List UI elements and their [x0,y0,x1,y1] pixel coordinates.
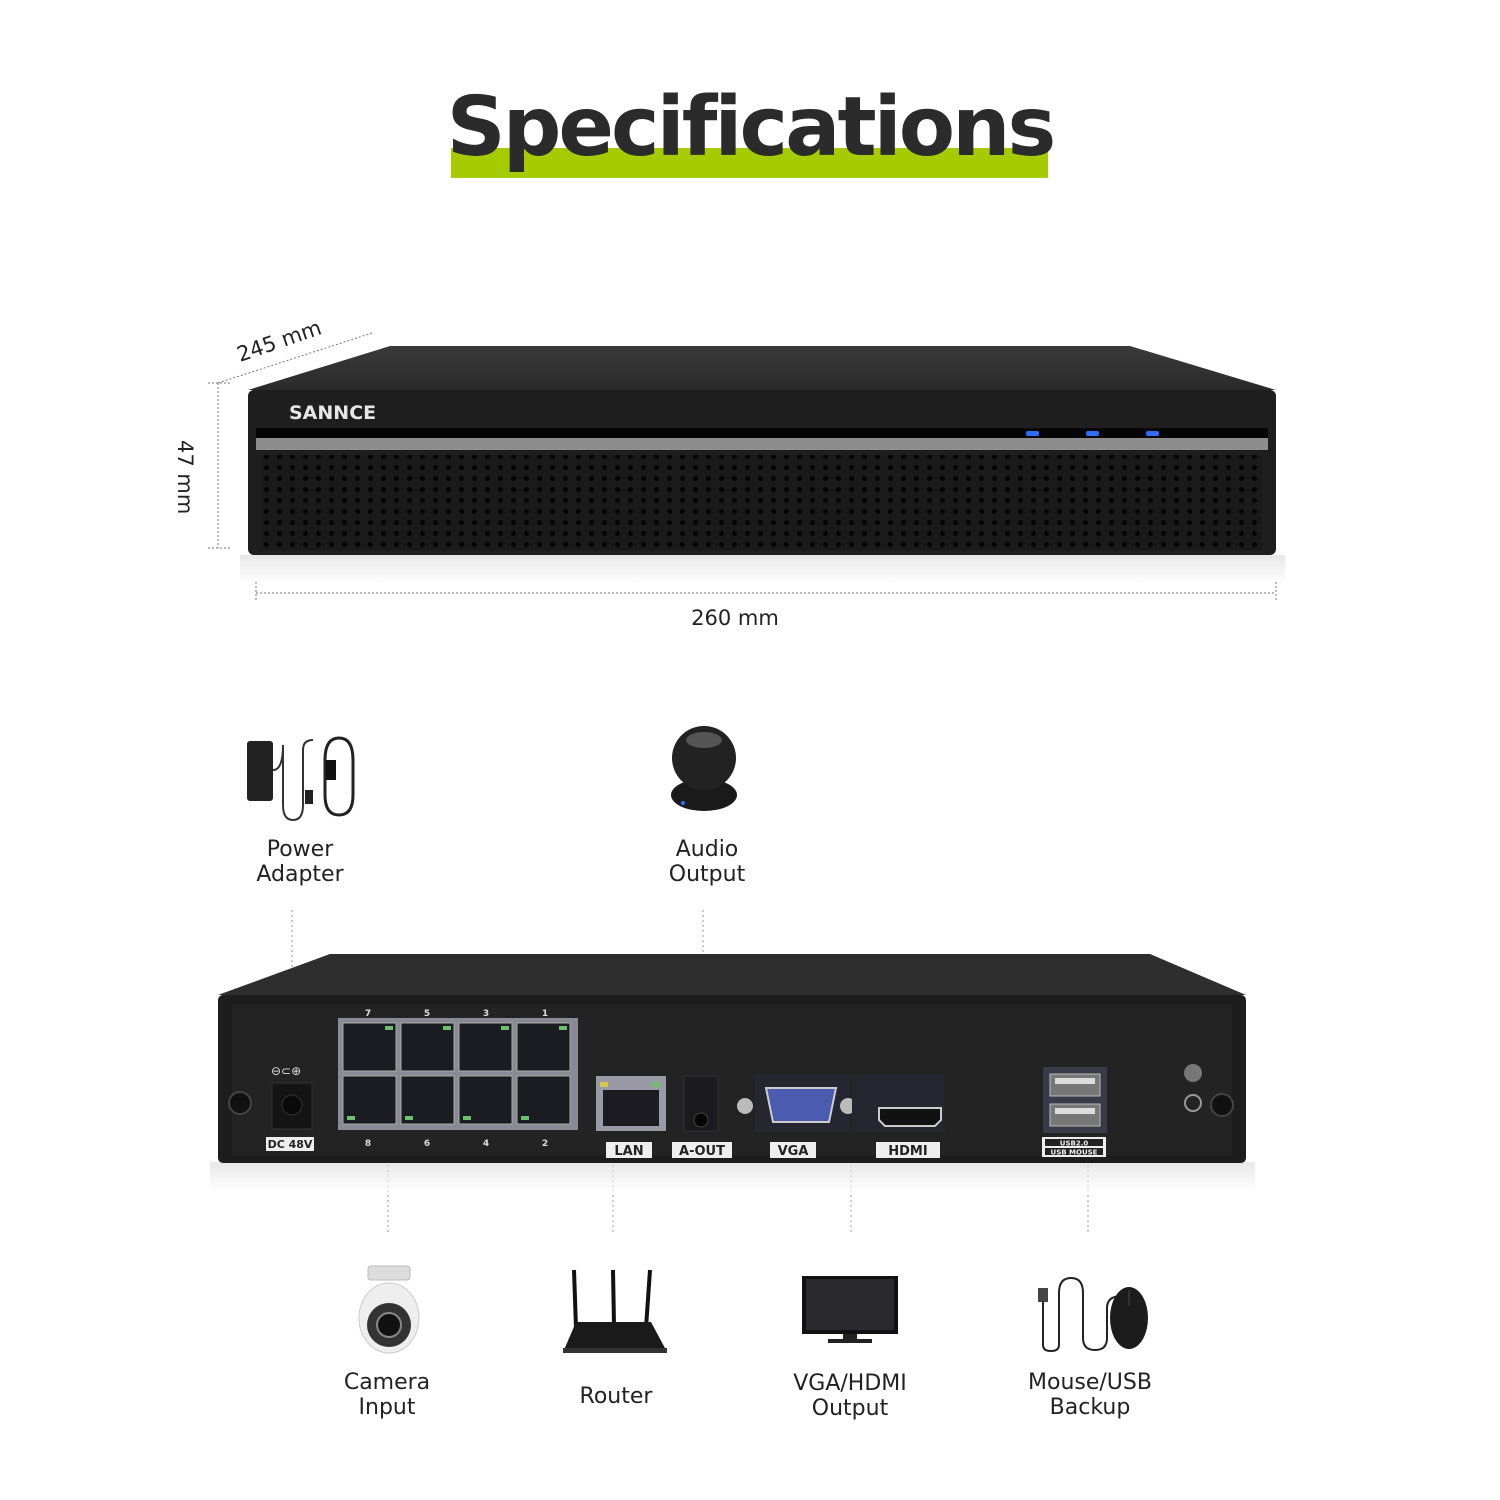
label-line: Mouse/USB [1028,1370,1152,1395]
accessory-label-power-adapter: Power Adapter [190,837,410,887]
poe-port-number: 7 [365,1009,371,1019]
status-led [1086,431,1099,436]
label-line: Input [358,1395,416,1420]
lan-label: LAN [614,1144,643,1159]
port-led [521,1116,529,1120]
port-led [443,1026,451,1030]
poe-port-number: 5 [424,1009,430,1019]
title-underline-bar [451,148,1048,178]
poe-port [342,1022,397,1072]
port-led [385,1026,393,1030]
vga-label: VGA [778,1144,809,1159]
label-line: Output [811,1396,889,1421]
label-line: Output [668,862,746,887]
audio-out-label: A-OUT [679,1144,725,1159]
router-icon [563,1269,667,1353]
usb-mouse-label: USB MOUSE [1051,1149,1098,1157]
monitor-icon [802,1276,898,1343]
label-line: Camera [343,1370,431,1395]
dc-power-label: DC 48V [268,1138,313,1151]
port-led [501,1026,509,1030]
accessory-label-audio-output: Audio Output [597,837,817,887]
brand-logo: SANNCE [289,402,376,424]
power-adapter-icon [247,736,355,822]
rear-device: ⊖⊂⊕ [210,954,1255,1192]
accessory-label-router: Router [506,1384,726,1409]
ventilation-grille [262,455,1262,550]
usb-label: USB2.0 [1060,1140,1089,1148]
mouse-icon [1038,1276,1148,1353]
poe-port-number: 4 [483,1139,489,1149]
camera-icon [358,1265,420,1354]
status-led [1026,431,1039,436]
front-device: SANNCE [240,346,1285,585]
depth-dimension-label: 245 mm [234,315,325,366]
status-led [1146,431,1159,436]
label-line: Audio [675,837,739,862]
accessory-label-mouse-usb-backup: Mouse/USB Backup [980,1370,1200,1420]
poe-port-number: 3 [483,1009,489,1019]
port-led [463,1116,471,1120]
poe-port-number: 8 [365,1139,371,1149]
speaker-icon [671,726,737,811]
label-line: Power [266,837,334,862]
poe-port [400,1022,455,1072]
accessory-label-camera-input: Camera Input [277,1370,497,1420]
dimension-lines [208,332,1277,602]
label-line: Router [579,1384,653,1409]
label-line: Adapter [256,862,344,887]
poe-port-number: 2 [542,1139,548,1149]
title-container: Specifications [0,78,1500,178]
port-led [405,1116,413,1120]
width-dimension-label: 260 mm [691,606,779,630]
label-line: VGA/HDMI [793,1371,907,1396]
polarity-icon: ⊖⊂⊕ [271,1064,301,1078]
accessory-label-vga-hdmi-output: VGA/HDMI Output [740,1371,960,1421]
port-led [347,1116,355,1120]
poe-port [458,1022,513,1072]
poe-port-number: 1 [542,1009,548,1019]
height-dimension-label: 47 mm [173,440,197,514]
poe-port-number: 6 [424,1139,430,1149]
hdmi-label: HDMI [888,1144,927,1159]
poe-port [516,1022,571,1072]
label-line: Backup [1049,1395,1131,1420]
port-led [559,1026,567,1030]
page-title: Specifications [446,80,1057,175]
